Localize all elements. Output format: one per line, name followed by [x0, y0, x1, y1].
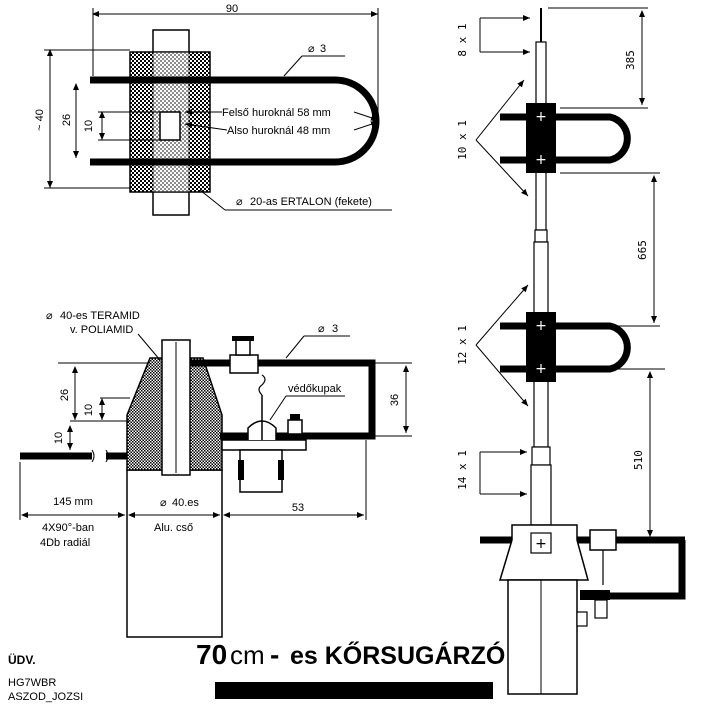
antenna-upper-block [526, 103, 556, 173]
antenna-lower-block [526, 312, 556, 382]
top-dim-10: 10 [83, 120, 95, 132]
svg-text:+: + [535, 152, 547, 168]
signature-greeting: ÜDV. [8, 652, 36, 667]
side-bracket [221, 439, 307, 451]
antenna-dim-385: 385 [624, 50, 637, 70]
side-teramid-2: v. POLIAMID [70, 324, 133, 336]
antenna-lower-loop [500, 322, 631, 373]
top-loop-lower: Also huroknál 48 mm [227, 125, 330, 137]
side-dim-10a: 10 [83, 404, 95, 416]
top-center-hole [159, 111, 181, 141]
antenna-lbl-12x1: 12 x 1 [456, 325, 469, 365]
side-phi-1: ⌀ [46, 310, 53, 322]
side-view: ⌀ 40-es TERAMID v. POLIAMID ⌀ 3 védőkupa… [19, 310, 412, 638]
side-tube-1: 40.es [172, 497, 199, 509]
side-connector [239, 449, 283, 493]
side-dim-145: 145 mm [53, 496, 93, 508]
top-dim-width: 90 [226, 3, 238, 15]
antenna-elevation: + + + + + 385 665 510 8 x 1 [456, 7, 686, 695]
top-block-label: 20-as ERTALON (fekete) [250, 196, 372, 208]
side-phi-3: ⌀ [160, 497, 167, 509]
signature: ÜDV. HG7WBR ASZOD_JOZSI [8, 652, 83, 703]
title-unit: cm [230, 640, 265, 670]
side-tube-2: Alu. cső [154, 522, 193, 534]
antenna-seg-3 [530, 464, 552, 526]
top-loop-upper: Felső huroknál 58 mm [222, 107, 331, 119]
title-dash: - [270, 639, 279, 670]
side-dim-26: 26 [59, 389, 71, 401]
svg-text:+: + [535, 318, 547, 334]
antenna-lbl-14x1: 14 x 1 [456, 450, 469, 490]
antenna-dim-510: 510 [632, 450, 645, 470]
side-radial-1: 4X90°-ban [42, 522, 94, 534]
svg-text:+: + [535, 361, 547, 377]
side-alu-tube [126, 469, 223, 638]
antenna-lbl-10x1: 10 x 1 [456, 120, 469, 160]
top-wire-dia: 3 [320, 43, 326, 55]
side-phi-2: ⌀ [318, 323, 325, 335]
top-dim-26: 26 [61, 114, 73, 126]
antenna-lbl-8x1: 8 x 1 [456, 23, 469, 56]
title-underline-bar [215, 682, 493, 699]
antenna-base-tube [507, 579, 578, 695]
top-dim-height: ~ 40 [34, 109, 46, 131]
top-view: 90 ~ 40 26 10 ⌀ 3 Felső huroknál 58 mm A… [34, 3, 392, 216]
title-block: 70 cm - es KŐRSUGÁRZÓ [196, 639, 505, 699]
side-radial-2: 4Db radiál [40, 537, 90, 549]
svg-text:+: + [535, 536, 547, 552]
side-wire-loop [190, 359, 376, 440]
side-teramid-1: 40-es TERAMID [60, 310, 140, 322]
title-text: es KŐRSUGÁRZÓ [290, 640, 505, 670]
top-phi-symbol-2: ⌀ [236, 196, 243, 208]
side-dim-36: 36 [389, 394, 401, 406]
antenna-dim-665: 665 [636, 240, 649, 260]
side-dim-53: 53 [292, 502, 304, 514]
side-clamp [229, 354, 259, 374]
side-wire-dia: 3 [332, 323, 338, 335]
title-number: 70 [196, 639, 227, 670]
signature-name: ASZOD_JOZSI [8, 691, 83, 703]
antenna-upper-loop [500, 113, 631, 164]
side-cap-label: védőkupak [288, 383, 342, 395]
signature-callsign: HG7WBR [8, 677, 56, 689]
svg-text:+: + [535, 109, 547, 125]
side-dim-10b: 10 [53, 432, 65, 444]
top-phi-symbol: ⌀ [308, 43, 315, 55]
top-u-loop [90, 76, 380, 166]
